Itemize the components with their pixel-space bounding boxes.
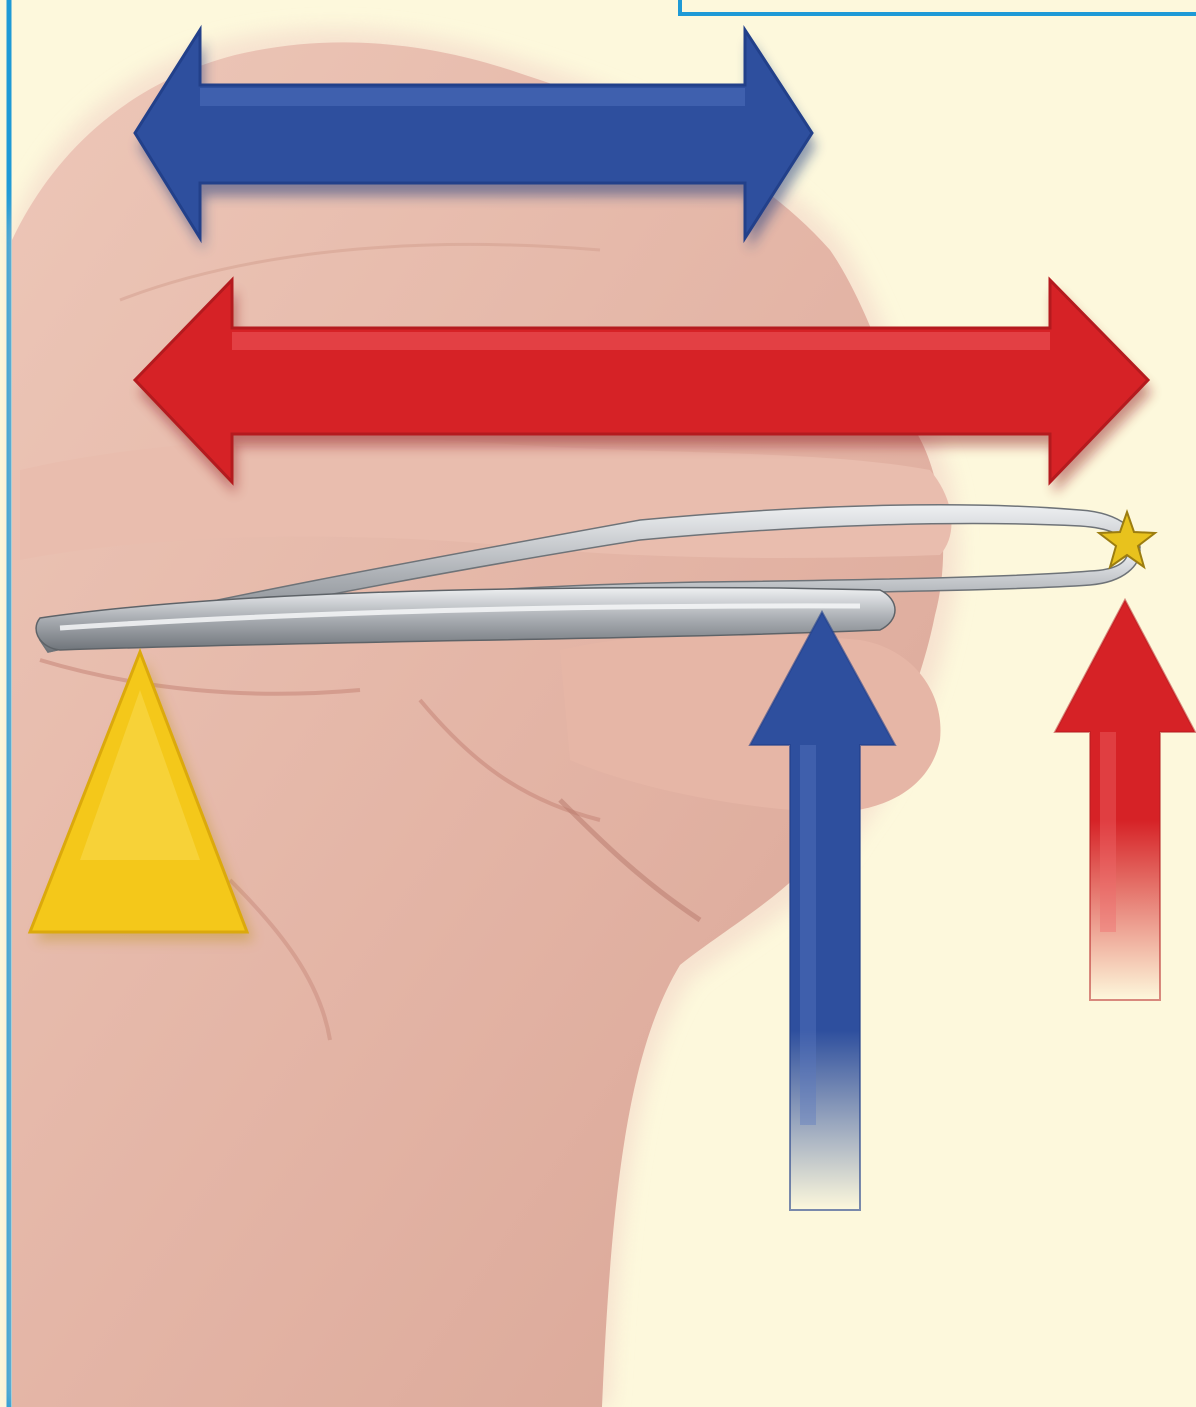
lever-diagram	[0, 0, 1196, 1407]
diagram-canvas	[0, 0, 1196, 1407]
